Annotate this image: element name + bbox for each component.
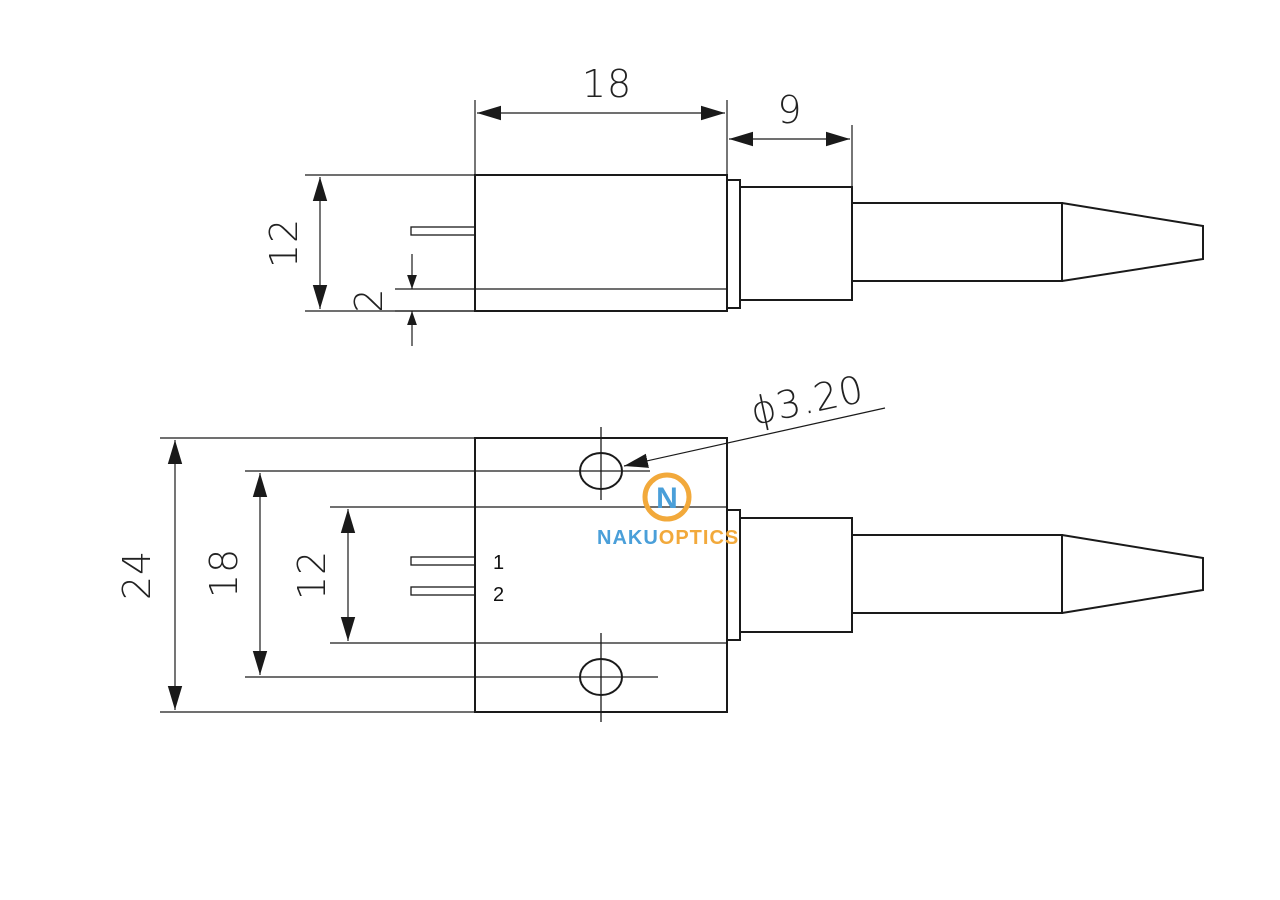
top-sleeve bbox=[739, 186, 853, 301]
pin-1-label: 1 bbox=[493, 552, 504, 574]
front-fiber-cable bbox=[852, 534, 1063, 614]
top-view: 18 9 12 2 bbox=[262, 62, 1204, 346]
hole-diameter-label: ϕ3.20 bbox=[747, 367, 868, 434]
top-height-label: 12 bbox=[262, 218, 306, 268]
front-sleeve bbox=[739, 517, 853, 633]
top-length-label: 18 bbox=[582, 62, 632, 106]
top-flange bbox=[726, 179, 741, 309]
front-pin-2 bbox=[410, 586, 476, 596]
logo-letter: N bbox=[656, 482, 678, 515]
top-body bbox=[474, 174, 728, 312]
top-pin-offset-label: 2 bbox=[347, 287, 391, 312]
hole-diameter-leader bbox=[623, 407, 886, 468]
front-overall-label: 24 bbox=[115, 550, 159, 600]
front-pin-1 bbox=[410, 556, 476, 566]
pin-2-label: 2 bbox=[493, 584, 504, 606]
logo-ring-icon bbox=[642, 472, 692, 522]
top-sleeve-label: 9 bbox=[777, 88, 802, 132]
logo-brand: NAKUOPTICS bbox=[597, 527, 739, 549]
front-hole-spacing-label: 18 bbox=[202, 548, 246, 598]
top-fiber-cable bbox=[852, 202, 1063, 282]
front-fiber-boot bbox=[1061, 534, 1204, 614]
top-pin bbox=[410, 226, 476, 236]
front-body-height-label: 12 bbox=[290, 550, 334, 600]
nakuoptics-watermark: N NAKUOPTICS bbox=[597, 472, 739, 549]
front-view: 1 2 24 18 12 ϕ3.20 bbox=[115, 367, 1204, 722]
top-fiber-boot bbox=[1061, 202, 1204, 282]
